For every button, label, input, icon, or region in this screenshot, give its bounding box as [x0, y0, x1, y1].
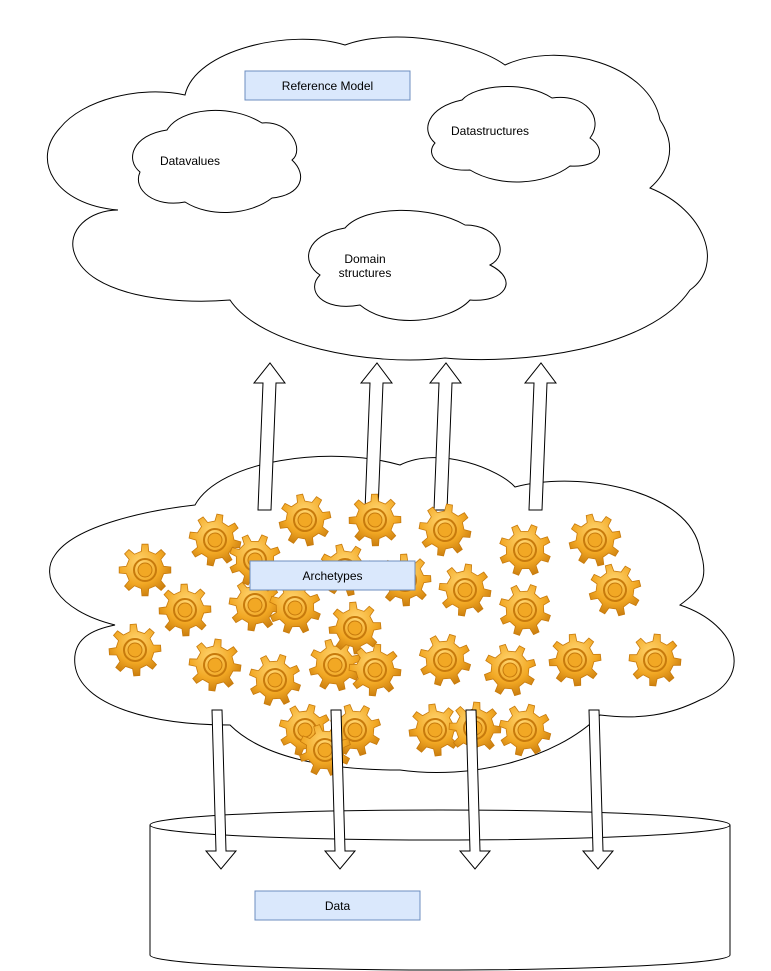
- down-arrow-1: [204, 709, 238, 870]
- gear-icon: [188, 638, 242, 692]
- gear-icon: [158, 583, 212, 637]
- datastructures-text: Datastructures: [451, 124, 529, 138]
- gear-icon: [328, 601, 382, 655]
- gear-icon: [499, 584, 551, 636]
- gear-icon: [308, 638, 362, 692]
- archetypes-text: Archetypes: [302, 569, 362, 583]
- domain-structures-text-line2: structures: [339, 266, 392, 280]
- gear-icon: [108, 623, 162, 677]
- down-arrow-4: [581, 709, 615, 870]
- up-arrow-2: [359, 362, 393, 511]
- archetypes-label: Archetypes: [249, 560, 416, 591]
- up-arrow-1: [252, 362, 286, 511]
- gear-icon: [418, 503, 472, 557]
- datastructures-cloud: [427, 85, 600, 183]
- gear-icon: [228, 578, 282, 632]
- gear-icon: [498, 703, 552, 757]
- gear-icon: [438, 563, 492, 617]
- gear-icon: [548, 633, 602, 687]
- domain-structures-text-line1: Domain: [344, 252, 385, 266]
- reference-model-label: Reference Model: [244, 70, 411, 101]
- datavalues-text: Datavalues: [160, 154, 220, 168]
- gear-icon: [348, 643, 402, 697]
- gear-icon: [568, 513, 622, 567]
- up-arrow-3: [428, 362, 462, 511]
- gear-icon: [278, 493, 332, 547]
- gear-icon: [499, 524, 551, 576]
- data-text: Data: [325, 899, 351, 913]
- gear-icon: [408, 703, 462, 757]
- gear-icon: [348, 493, 402, 547]
- up-arrow-4: [523, 362, 557, 511]
- gear-cluster: [108, 493, 682, 776]
- gear-icon: [269, 582, 321, 634]
- reference-model-text: Reference Model: [282, 79, 373, 93]
- gear-icon: [483, 643, 537, 697]
- gear-icon: [118, 543, 172, 597]
- gear-icon: [418, 633, 472, 687]
- gear-icon: [188, 513, 242, 567]
- datavalues-cloud: [132, 109, 302, 213]
- domain-structures-cloud: [308, 209, 507, 321]
- down-arrow-3: [458, 709, 492, 870]
- down-arrow-2: [323, 709, 357, 870]
- data-cylinder: [149, 809, 731, 971]
- gear-icon: [249, 654, 301, 706]
- gear-icon: [588, 563, 642, 617]
- gear-icon: [628, 633, 682, 687]
- data-label: Data: [254, 890, 421, 921]
